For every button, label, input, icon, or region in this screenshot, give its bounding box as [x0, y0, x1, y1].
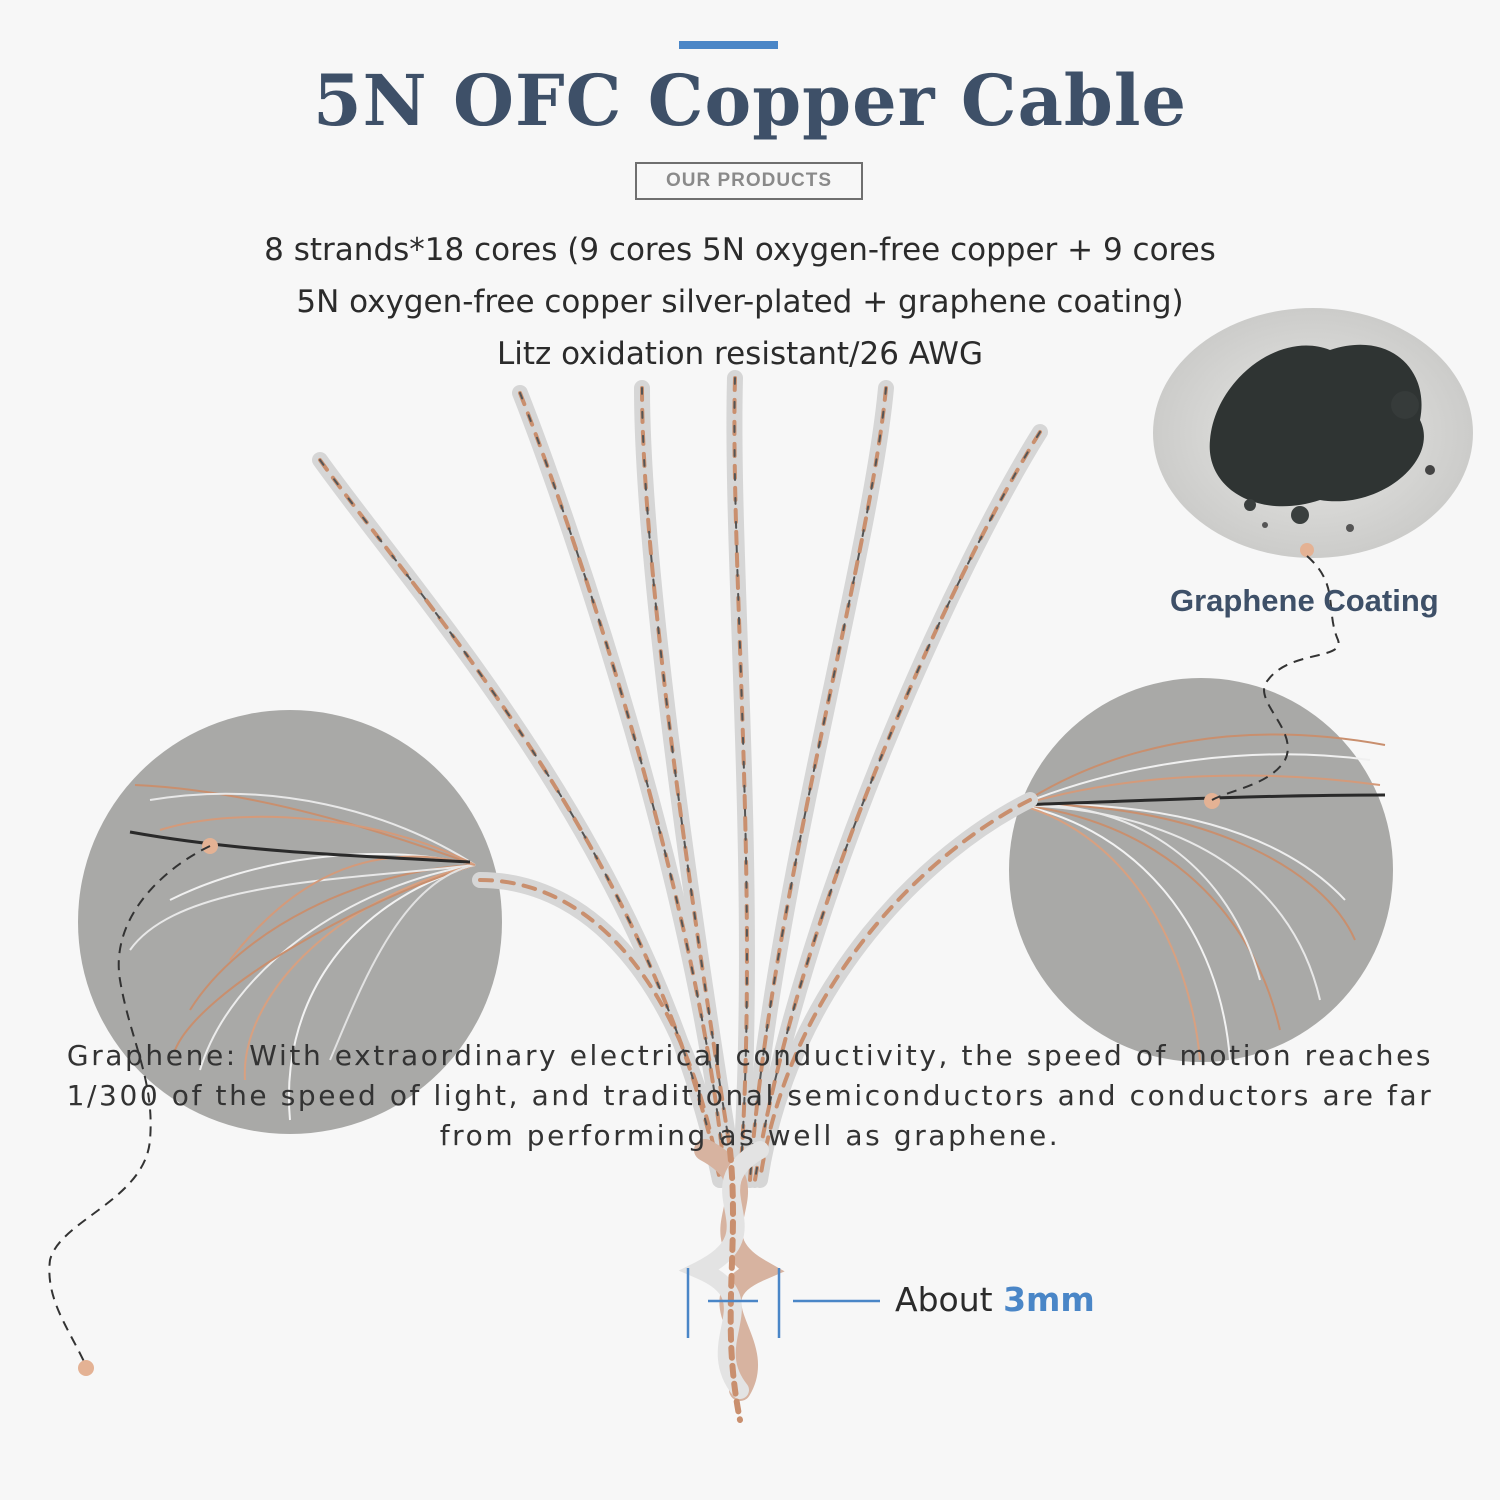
right-zoom-circle [1009, 678, 1393, 1062]
spec-line-3: Litz oxidation resistant/26 AWG [497, 336, 983, 372]
description-callout-dot [78, 1360, 94, 1376]
graphene-powder-image [1153, 308, 1473, 558]
left-zoom-circle [78, 710, 502, 1134]
graphene-description: Graphene: With extraordinary electrical … [20, 1036, 1480, 1156]
spec-line-2: 5N oxygen-free copper silver-plated + gr… [296, 284, 1184, 320]
cable-diameter-label: About 3mm [895, 1280, 1095, 1319]
description-line-3: from performing as well as graphene. [439, 1119, 1061, 1152]
spec-line-1: 8 strands*18 cores (9 cores 5N oxygen-fr… [264, 232, 1216, 268]
diameter-prefix: About [895, 1280, 1004, 1319]
our-products-badge: OUR PRODUCTS [635, 162, 863, 200]
graphene-coating-label: Graphene Coating [1170, 583, 1439, 618]
measurement-marker [686, 1268, 880, 1338]
cable-strands [312, 370, 1048, 1423]
spec-text: 8 strands*18 cores (9 cores 5N oxygen-fr… [150, 224, 1330, 380]
diameter-value: 3mm [1003, 1280, 1095, 1319]
description-line-1: Graphene: With extraordinary electrical … [66, 1039, 1434, 1072]
top-accent-bar [679, 41, 778, 49]
description-line-2: 1/300 of the speed of light, and traditi… [66, 1079, 1434, 1112]
page-title: 5N OFC Copper Cable [312, 59, 1188, 142]
callout-lines [48, 555, 1340, 1367]
